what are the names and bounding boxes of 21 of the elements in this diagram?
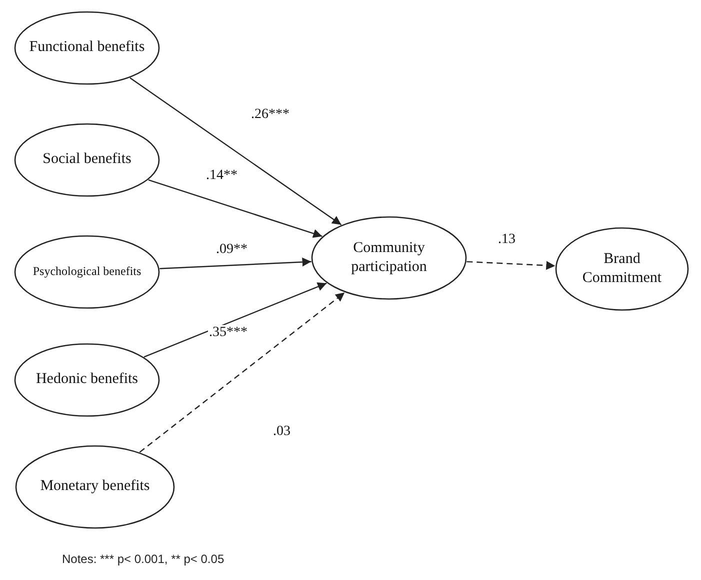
node-label: Psychological benefits xyxy=(32,264,142,280)
ellipse-node xyxy=(14,11,160,85)
ellipse-node xyxy=(311,216,467,300)
node-label: Hedonic benefits xyxy=(36,370,138,390)
ellipse-node xyxy=(555,227,689,311)
node-label: Functional benefits xyxy=(29,38,145,58)
note: Notes: *** p< 0.001, ** p< 0.05 xyxy=(62,552,224,566)
arrow xyxy=(130,77,342,226)
arrow xyxy=(160,258,312,270)
node-label: Monetary benefits xyxy=(40,477,150,496)
arrow xyxy=(466,260,556,270)
ellipse-node xyxy=(14,123,160,197)
arrow xyxy=(148,179,322,238)
node-label: Social benefits xyxy=(42,150,132,170)
arrow xyxy=(144,282,327,358)
node-label: Community participation xyxy=(350,238,428,277)
ellipse-node xyxy=(14,343,160,417)
node-label: Brand Commitment xyxy=(581,250,663,288)
arrow xyxy=(139,292,346,453)
ellipse-node xyxy=(15,445,175,529)
ellipse-node xyxy=(14,235,160,309)
